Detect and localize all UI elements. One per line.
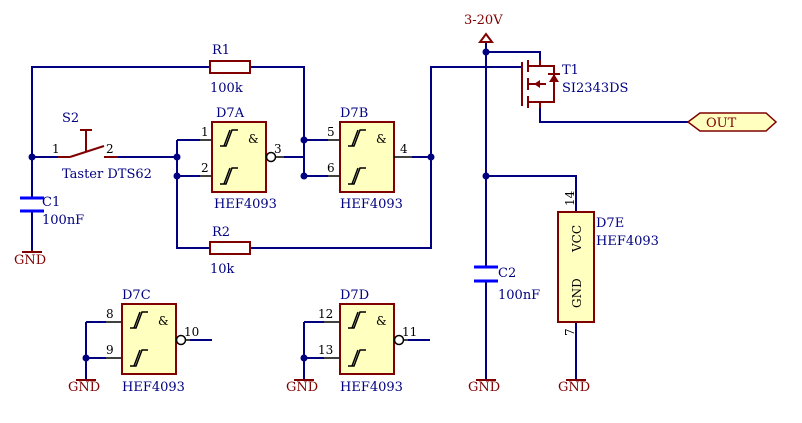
- d7b-part: HEF4093: [340, 197, 403, 212]
- d7a-pin-in2: 2: [201, 161, 209, 175]
- t1-value: SI2343DS: [562, 81, 628, 96]
- gnd-c1: GND: [14, 250, 46, 268]
- d7e-gnd: GND: [570, 278, 584, 308]
- gate-d7b: & D7B 5 6 4 HEF4093: [327, 106, 412, 212]
- s2-value: Taster DTS62: [62, 167, 152, 182]
- r1-ref: R1: [212, 43, 230, 58]
- junction-dot: [82, 354, 90, 362]
- d7c-pin-in2: 9: [106, 343, 114, 357]
- output-label: OUT: [706, 116, 737, 131]
- d7e-part: HEF4093: [596, 234, 659, 249]
- gnd-label: GND: [286, 380, 318, 395]
- d7c-pin-in1: 8: [106, 307, 114, 321]
- d7b-pin-in2: 6: [327, 161, 335, 175]
- d7c-ref: D7C: [122, 288, 151, 303]
- capacitor-c1: C1 100nF: [20, 195, 84, 228]
- junctions: [28, 48, 490, 362]
- s2-pin1: 1: [52, 142, 60, 156]
- junction-dot: [300, 354, 308, 362]
- s2-ref: S2: [62, 111, 79, 126]
- output-port: OUT: [686, 112, 778, 132]
- d7d-pin-out: 11: [402, 325, 417, 339]
- junction-dot: [28, 153, 36, 161]
- d7b-pin-out: 4: [400, 142, 408, 156]
- s2-pin2: 2: [106, 142, 114, 156]
- d7a-pin-out: 3: [274, 142, 282, 156]
- gnd-label: GND: [558, 380, 590, 395]
- d7c-pin-out: 10: [184, 325, 199, 339]
- gate-d7d: & D7D 12 13 11 HEF4093: [318, 288, 417, 395]
- t1-ref: T1: [562, 63, 579, 78]
- d7a-part: HEF4093: [214, 197, 277, 212]
- gnd-label: GND: [14, 253, 46, 268]
- junction-dot: [173, 153, 181, 161]
- d7d-pin-in1: 12: [318, 307, 333, 321]
- d7c-part: HEF4093: [122, 380, 185, 395]
- gnd-d7e: GND: [558, 379, 590, 395]
- supply-label: 3-20V: [464, 13, 503, 28]
- gnd-d7d: GND: [286, 379, 318, 395]
- resistor-r1: R1 100k: [209, 43, 251, 96]
- d7b-pin-in1: 5: [327, 125, 335, 139]
- mosfet-t1: T1 SI2343DS: [521, 60, 628, 108]
- d7c-and-symbol: &: [158, 314, 169, 328]
- c1-ref: C1: [42, 195, 60, 210]
- d7d-ref: D7D: [340, 288, 369, 303]
- d7e-ref: D7E: [596, 216, 624, 231]
- junction-dot: [173, 172, 181, 180]
- gate-d7a: & D7A 1 2 3 HEF4093: [200, 106, 284, 212]
- d7e-pin-gnd: 7: [563, 328, 577, 336]
- gnd-d7c: GND: [68, 379, 100, 395]
- d7b-ref: D7B: [340, 106, 368, 121]
- switch-s2: S2 1 2 Taster DTS62: [52, 111, 152, 182]
- junction-dot: [482, 172, 490, 180]
- d7b-and-symbol: &: [376, 132, 387, 146]
- d7a-and-symbol: &: [248, 132, 259, 146]
- d7e-vcc: VCC: [570, 225, 584, 253]
- gnd-label: GND: [68, 380, 100, 395]
- junction-dot: [300, 136, 308, 144]
- c2-ref: C2: [498, 266, 516, 281]
- d7a-pin-in1: 1: [201, 125, 209, 139]
- resistor-r2: R2 10k: [209, 225, 251, 277]
- r1-value: 100k: [210, 81, 243, 96]
- gnd-c2: GND: [468, 379, 500, 395]
- d7d-pin-in2: 13: [318, 343, 333, 357]
- junction-dot: [300, 172, 308, 180]
- d7d-and-symbol: &: [376, 314, 387, 328]
- gate-d7c: & D7C 8 9 10 HEF4093: [106, 288, 199, 395]
- c2-value: 100nF: [498, 288, 540, 303]
- junction-dot: [482, 48, 490, 56]
- c1-value: 100nF: [42, 213, 84, 228]
- d7e-pin-vcc: 14: [563, 190, 577, 206]
- capacitor-c2: C2 100nF: [474, 265, 540, 303]
- supply-symbol: 3-20V: [464, 13, 503, 43]
- d7d-part: HEF4093: [340, 380, 403, 395]
- d7a-ref: D7A: [216, 106, 245, 121]
- gate-d7e-power: VCC GND 14 7 D7E HEF4093: [557, 190, 659, 336]
- junction-dot: [427, 153, 435, 161]
- gnd-label: GND: [468, 380, 500, 395]
- r2-ref: R2: [212, 225, 230, 240]
- r2-value: 10k: [210, 262, 235, 277]
